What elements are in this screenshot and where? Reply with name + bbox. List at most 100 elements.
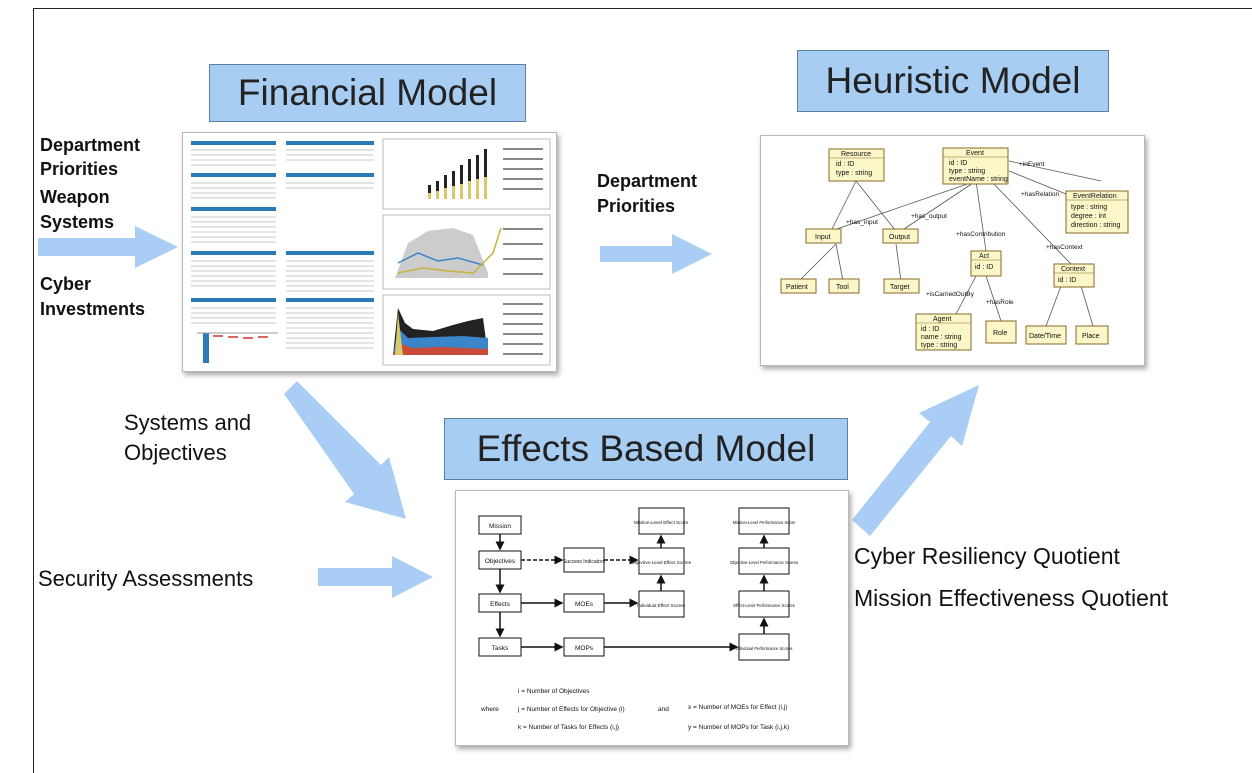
ebm-legend-i: i = Number of Objectives [518,688,590,695]
ebm-effect-perf-label: Effect-Level Performance Scores [733,603,794,608]
label-priorities: Priorities [40,159,119,179]
uml-in-event: +inEvent [1019,161,1045,168]
uml-output-label: Output [889,234,910,241]
uml-target-label: Target [890,284,910,291]
label-department: Department [40,135,141,155]
uml-patient-label: Patient [786,284,808,291]
uml-act [970,250,1002,277]
financial-dashboard [182,132,557,372]
label-security-assessments: Security Assessments [38,566,254,591]
ebm-and: and [658,706,669,713]
uml-agent-attr3: type : string [921,342,957,349]
ebm-effect-perf-box [738,590,790,618]
uml-has-relation: +hasRelation [1021,191,1060,198]
uml-is-carried-out-by: +isCarriedOutBy [926,291,975,298]
uml-er-label: EventRelation [1073,193,1117,200]
financial-model-title: Financial Model [209,64,526,122]
ebm-mission-effect-box [638,507,685,535]
uml-place-label: Place [1082,333,1100,340]
uml-er-attr2: degree : int [1071,213,1106,220]
uml-agent-label: Agent [933,316,951,323]
ebm-where: where [480,706,499,713]
label-department-middle: Department [597,171,698,191]
uml-has-input: +has_input [846,219,878,226]
ebm-individual-effect-box [638,590,685,618]
ebm-legend-x: x = Number of MOEs for Effect (i,j) [688,704,787,711]
ebm-individual-perf-label: Individual Performance Scores [735,646,792,651]
uml-agent-attr1: id : ID [921,326,939,333]
ebm-mission-perf-label: Mission-Level Performance Score [733,520,797,525]
ebm-objective-perf-box [738,547,790,575]
uml-place [1075,325,1109,345]
uml-act-label: Act [979,253,989,260]
ebm-mission-perf-box [738,507,790,535]
uml-event-attr3: eventName : string [949,176,1008,183]
label-cyber-resiliency: Cyber Resiliency Quotient [854,543,1120,569]
ebm-objective-effect-label: Objective-Level Effect Scores [631,560,692,565]
uml-resource-attr1: id : ID [836,161,854,168]
ebm-success-label: Success Indicators [563,559,605,565]
uml-datetime [1025,325,1067,345]
uml-er-attr1: type : string [1071,204,1107,211]
arrow-security-assessments [318,556,433,598]
ebm-tasks-label: Tasks [492,645,509,652]
uml-output [882,228,919,244]
uml-agent [915,313,972,351]
ebm-legend-k: k = Number of Tasks for Effects (i,j) [518,724,619,731]
uml-resource-attr2: type : string [836,170,872,177]
arrow-left-input [38,226,178,268]
uml-resource-label: Resource [841,151,871,158]
ebm-objective-perf-label: Objective-Level Performance Scores [730,560,798,565]
uml-patient [780,278,817,294]
uml-has-role: +hasRole [986,299,1014,306]
effects-based-diagram: Mission Objectives Effects Tasks Success… [455,490,849,746]
uml-event-attr1: id : ID [949,160,967,167]
ebm-mission-label: Mission [489,523,511,530]
financial-dashboard-graphic [191,138,551,366]
uml-has-contribution: +hasContribution [956,231,1006,238]
label-weapon: Weapon [40,187,110,207]
ebm-legend-j: j = Number of Effects for Objective (i) [517,706,625,713]
uml-datetime-label: Date/Time [1029,333,1061,340]
uml-role-label: Role [993,330,1008,337]
uml-tool-label: Tool [836,284,849,291]
uml-role [985,320,1017,344]
arrow-department-priorities [600,234,712,274]
ebm-mission-effect-label: Mission-Level Effect Score [634,520,689,525]
uml-tool [828,278,860,294]
heuristic-uml-diagram: Resource id : ID type : string Event id … [760,135,1145,366]
label-priorities-middle: Priorities [597,196,676,216]
label-mission-effectiveness: Mission Effectiveness Quotient [854,585,1169,611]
uml-resource [828,148,885,182]
uml-target [883,278,920,294]
arrow-to-heuristic [852,385,979,536]
label-objectives: Objectives [124,440,227,465]
effects-based-model-title: Effects Based Model [444,418,848,480]
uml-er-attr3: direction : string [1071,222,1121,229]
ebm-graphic: Mission Objectives Effects Tasks Success… [478,507,798,731]
label-investments: Investments [40,299,146,319]
label-systems: Systems [40,212,115,232]
heuristic-model-title: Heuristic Model [797,50,1109,112]
ebm-moes-label: MOEs [575,601,594,608]
uml-context [1053,263,1095,288]
uml-event-attr2: type : string [949,168,985,175]
uml-event-relation [1065,190,1129,234]
uml-event-label: Event [966,150,984,157]
uml-event [942,147,1009,185]
ebm-effects-label: Effects [490,601,511,608]
uml-has-context: +hasContext [1046,244,1083,251]
slide-frame [33,8,1252,773]
ebm-individual-effect-label: Individual Effect Scores [637,603,686,608]
ebm-individual-perf-box [738,633,790,661]
uml-context-attr: id : ID [1058,277,1076,284]
label-systems-and: Systems and [124,410,252,435]
arrow-systems-objectives [284,381,406,519]
ebm-mops-label: MOPs [575,645,594,652]
uml-agent-attr2: name : string [921,334,962,341]
uml-input-label: Input [815,234,831,241]
ebm-legend-y: y = Number of MOPs for Task (i,j,k) [688,724,789,731]
uml-graphic: Resource id : ID type : string Event id … [780,147,1129,351]
uml-act-attr: id : ID [975,264,993,271]
